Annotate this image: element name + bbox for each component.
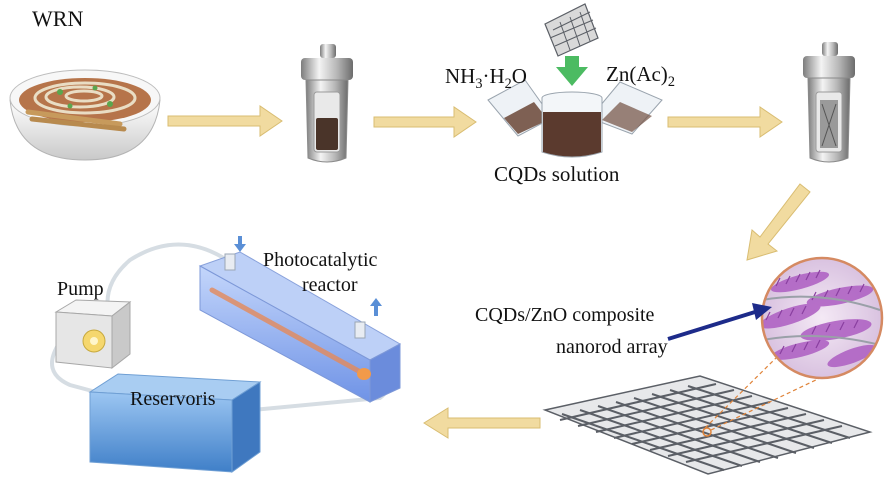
flow-arrow-5 [423, 407, 541, 439]
green-arrow [556, 56, 588, 86]
autoclave-1 [301, 44, 353, 163]
center-beaker [541, 91, 603, 158]
ammonia-label: NH3·H2O [445, 64, 527, 93]
flow-arrow-2 [373, 106, 477, 138]
reservoir-label: Reservoris [130, 388, 216, 410]
outlet-arrow [370, 298, 382, 316]
flow-arrow-3 [667, 106, 783, 138]
photocatalytic-label: Photocatalytic [263, 249, 378, 271]
flow-arrow-4 [746, 183, 811, 261]
reactor-label: reactor [302, 274, 358, 296]
flow-arrow-1 [167, 105, 283, 137]
right-beaker [589, 81, 663, 135]
cqds-solution-label: CQDs solution [494, 162, 620, 186]
pump [54, 299, 132, 370]
pointer-arrow [667, 303, 772, 341]
cqds-solution-setup [487, 3, 663, 158]
mesh-sample [544, 3, 599, 57]
composite-label-line1: CQDs/ZnO composite [475, 304, 655, 326]
zinc-acetate-label: Zn(Ac)2 [606, 62, 675, 91]
wrn-label: WRN [32, 6, 84, 31]
reservoir-tank [88, 373, 262, 473]
nanorod-zoom-circle [760, 256, 884, 380]
wrn-bowl [9, 69, 161, 161]
autoclave-2 [803, 42, 855, 163]
photocatalytic-reactor [198, 236, 402, 403]
zoom-guide [704, 355, 821, 431]
inlet-arrow [234, 236, 246, 252]
composite-label-line2: nanorod array [556, 336, 668, 358]
pump-label: Pump [57, 278, 104, 300]
